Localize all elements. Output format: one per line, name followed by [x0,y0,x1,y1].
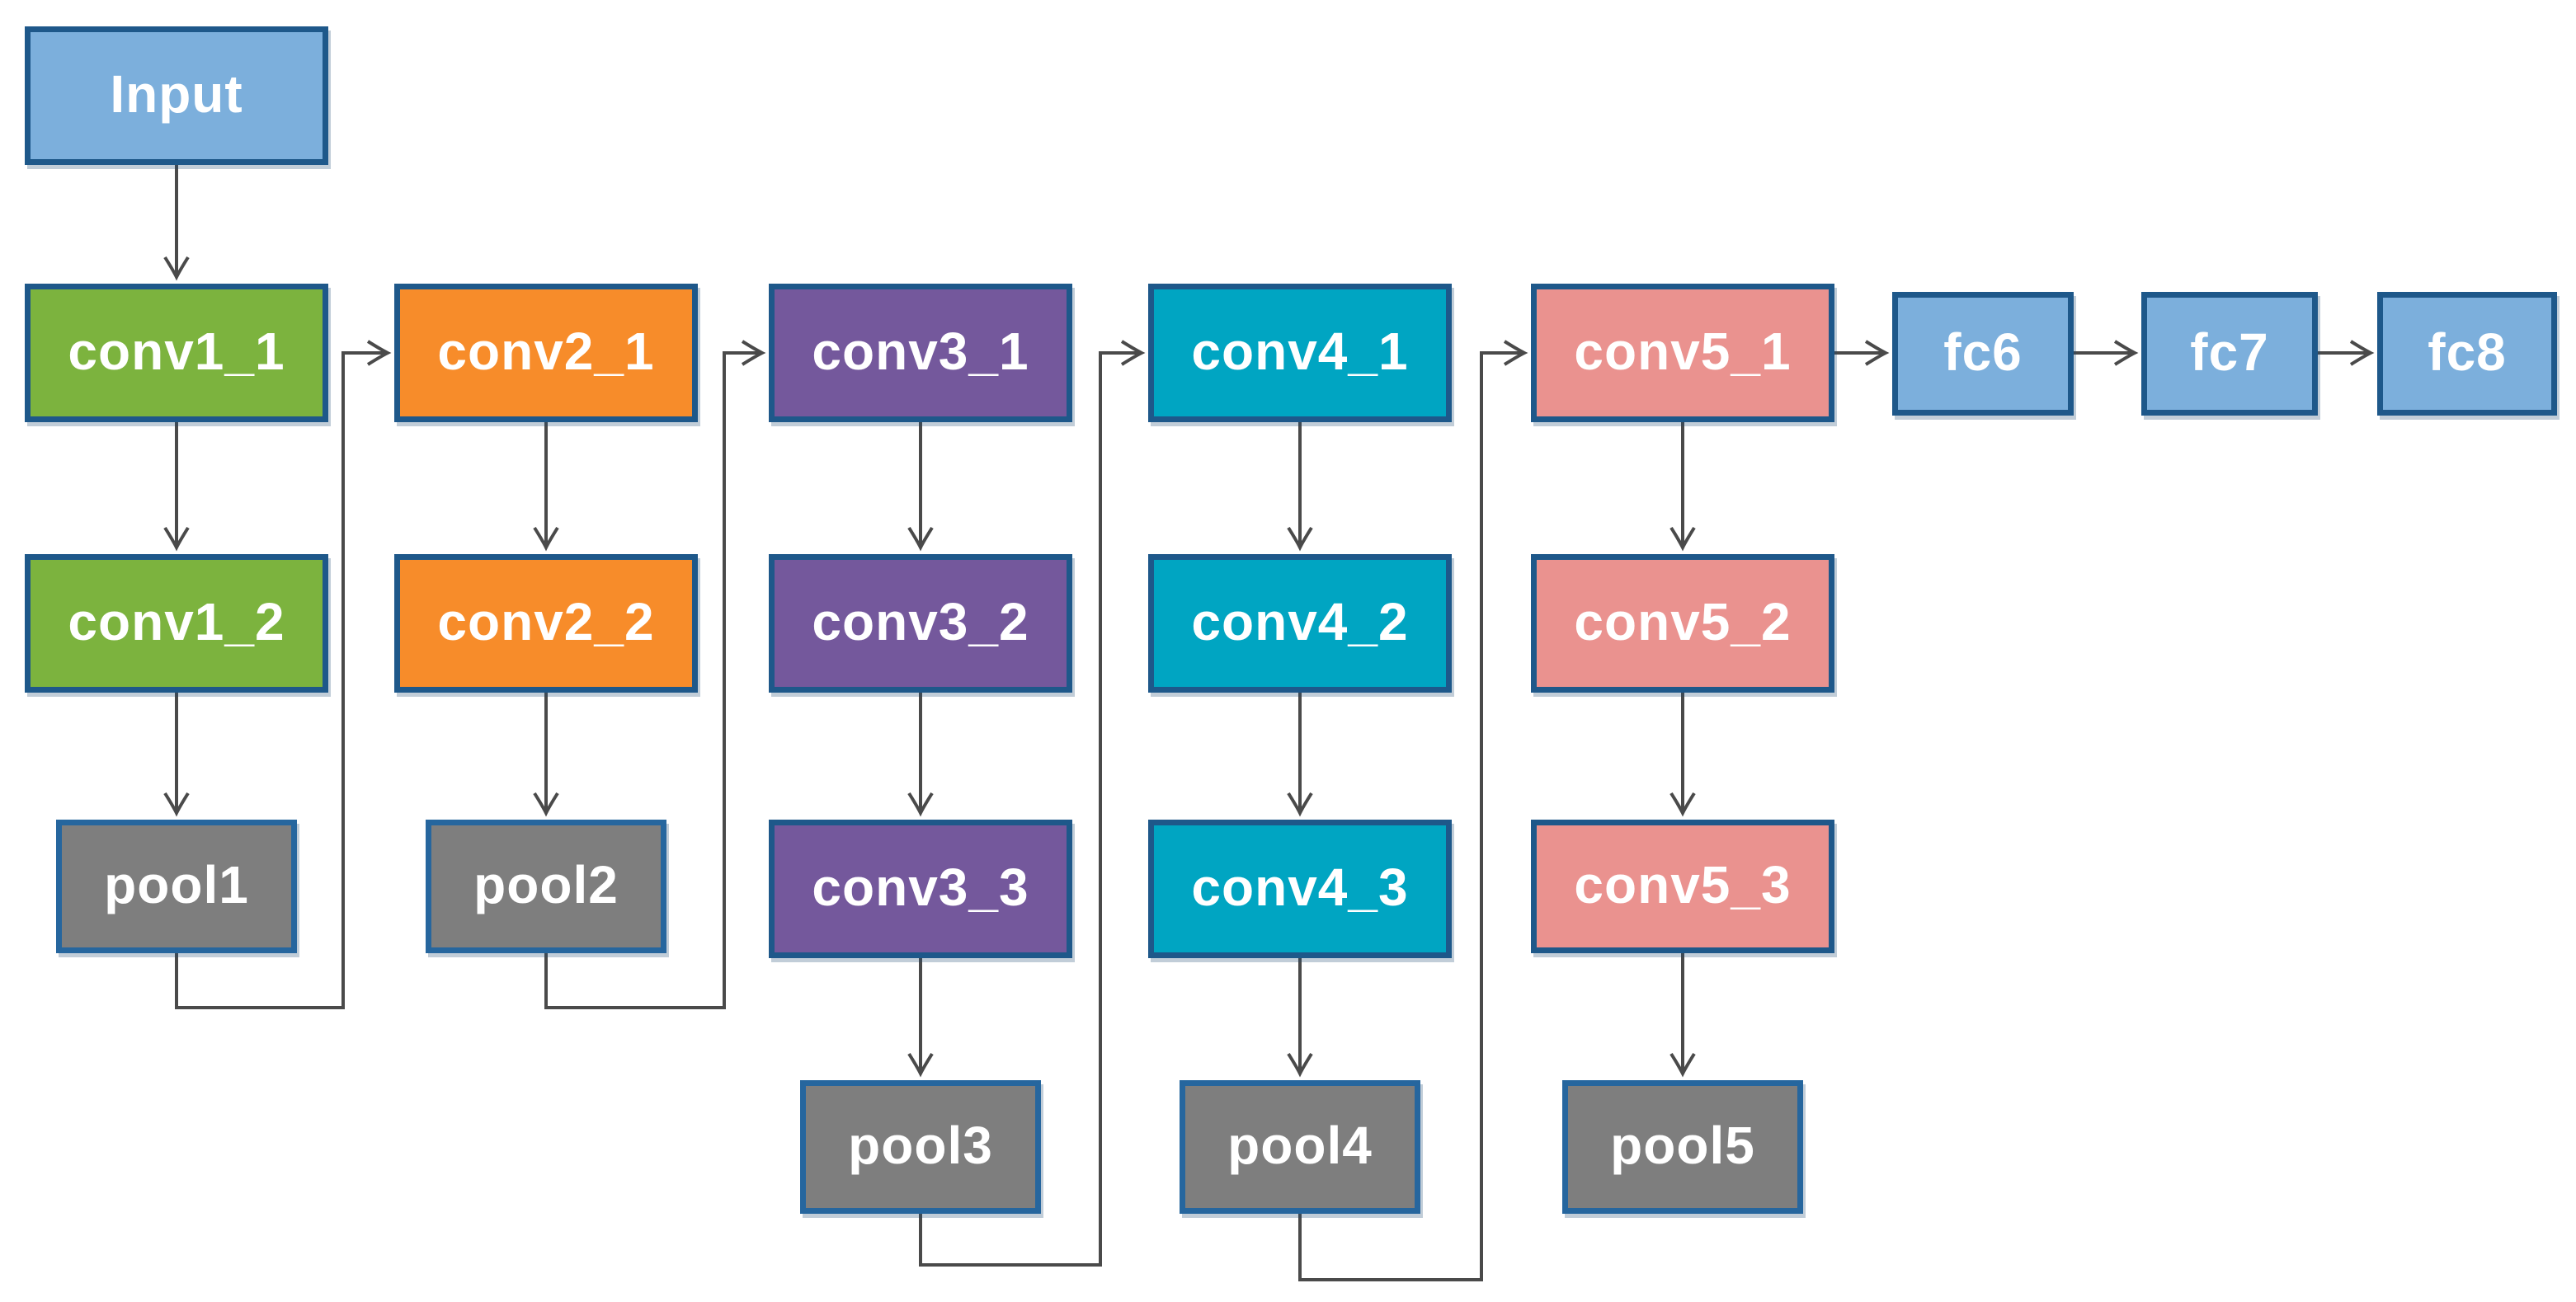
edge-pool1-conv2_1 [175,340,392,1009]
node-conv1_1: conv1_1 [25,284,328,422]
node-label: fc7 [2190,322,2269,382]
node-label: conv4_1 [1191,322,1409,381]
node-conv4_1: conv4_1 [1148,284,1452,422]
node-label: conv2_2 [437,592,655,651]
node-pool4: pool4 [1180,1080,1420,1214]
node-pool3: pool3 [800,1080,1041,1214]
node-conv5_1: conv5_1 [1531,284,1834,422]
edge-pool2-conv3_1 [544,340,766,1009]
node-label: Input [110,64,243,124]
node-label: conv5_2 [1574,592,1792,651]
node-label: conv3_1 [812,322,1029,381]
node-conv5_2: conv5_2 [1531,554,1834,693]
node-label: pool1 [104,855,249,914]
node-label: pool3 [848,1116,993,1175]
node-conv3_2: conv3_2 [769,554,1072,693]
node-fc8: fc8 [2377,292,2557,416]
node-label: pool4 [1227,1116,1373,1175]
node-label: conv5_1 [1574,322,1792,381]
node-label: pool2 [473,855,619,914]
node-label: fc8 [2428,322,2507,382]
node-label: fc6 [1943,322,2023,382]
node-fc7: fc7 [2141,292,2318,416]
node-conv1_2: conv1_2 [25,554,328,693]
node-label: conv1_2 [68,592,285,651]
node-conv2_1: conv2_1 [394,284,698,422]
node-pool1: pool1 [56,820,297,953]
edge-pool4-conv5_1 [1298,340,1528,1281]
node-conv2_2: conv2_2 [394,554,698,693]
node-label: conv1_1 [68,322,285,381]
node-conv4_3: conv4_3 [1148,820,1452,958]
node-label: conv3_3 [812,858,1029,917]
node-label: conv3_2 [812,592,1029,651]
node-conv3_3: conv3_3 [769,820,1072,958]
node-label: conv4_2 [1191,592,1409,651]
node-label: conv2_1 [437,322,655,381]
node-label: conv4_3 [1191,858,1409,917]
node-conv4_2: conv4_2 [1148,554,1452,693]
node-pool2: pool2 [426,820,666,953]
node-input: Input [25,26,328,165]
node-label: conv5_3 [1574,855,1792,914]
node-conv3_1: conv3_1 [769,284,1072,422]
node-conv5_3: conv5_3 [1531,820,1834,953]
edge-pool3-conv4_1 [919,340,1146,1267]
node-fc6: fc6 [1892,292,2074,416]
node-label: pool5 [1610,1116,1755,1175]
node-pool5: pool5 [1562,1080,1803,1214]
